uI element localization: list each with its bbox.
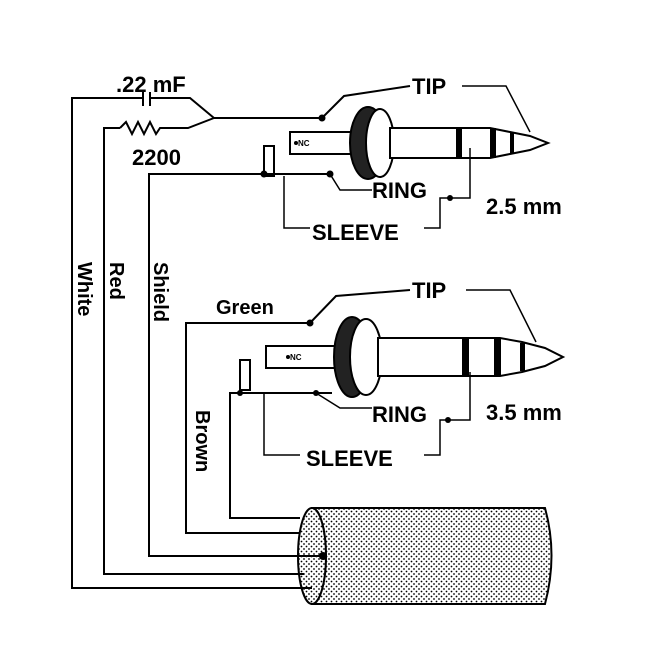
ring-label-small: RING bbox=[372, 178, 427, 203]
white-label: White bbox=[73, 262, 95, 316]
tip-label-large: TIP bbox=[412, 278, 446, 303]
capacitor-label: .22 mF bbox=[116, 72, 186, 97]
white-wire bbox=[71, 97, 312, 589]
resistor bbox=[119, 117, 215, 137]
ring-label-large: RING bbox=[372, 402, 427, 427]
size-label-small: 2.5 mm bbox=[486, 194, 562, 219]
size-label-large: 3.5 mm bbox=[486, 400, 562, 425]
brown-label: Brown bbox=[191, 410, 213, 472]
sleeve-label-large: SLEEVE bbox=[306, 446, 393, 471]
cable bbox=[297, 507, 553, 605]
shield-wire bbox=[148, 173, 323, 557]
plug-3-5mm bbox=[239, 316, 566, 398]
brown-wire bbox=[229, 392, 332, 519]
capacitor bbox=[142, 92, 215, 119]
plug-2-5mm bbox=[263, 106, 551, 180]
resistor-label: 2200 bbox=[132, 145, 181, 170]
tip-label-small: TIP bbox=[412, 74, 446, 99]
red-label: Red bbox=[105, 262, 127, 300]
red-wire bbox=[103, 127, 304, 575]
nc-label-small: NC bbox=[298, 139, 310, 148]
sleeve-label-small: SLEEVE bbox=[312, 220, 399, 245]
shield-label: Shield bbox=[149, 262, 171, 322]
green-wire bbox=[185, 289, 411, 534]
nc-label-large: NC bbox=[290, 353, 302, 362]
green-label: Green bbox=[216, 297, 274, 319]
